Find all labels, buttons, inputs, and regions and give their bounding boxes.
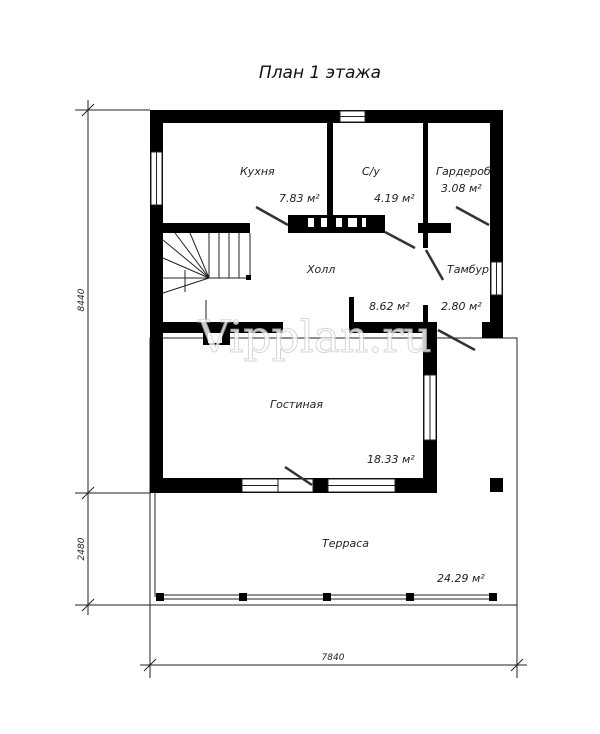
room-area-kitchen: 7.83 м² [279,192,320,205]
staircase [162,232,251,322]
doors [255,205,490,487]
room-name-wardrobe: Гардероб [436,165,491,178]
room-name-hall: Холл [306,263,335,276]
room-area-terrace: 24.29 м² [437,572,485,585]
dim-width: 7840 [322,653,345,663]
dimension-lines [75,100,527,678]
watermark: Vipplan.ru [197,312,431,363]
windows [150,110,503,493]
chimney-vents [208,218,366,343]
room-name-kitchen: Кухня [240,165,275,178]
room-area-vestibule: 2.80 м² [441,300,482,313]
room-area-wardrobe: 3.08 м² [441,182,482,195]
room-area-wc: 4.19 м² [374,192,415,205]
plan-title: План 1 этажа [259,63,381,83]
terrace-outline [149,337,518,606]
room-name-terrace: Терраса [322,537,369,550]
room-name-vestibule: Тамбур [447,263,489,276]
terrace-posts [156,478,503,601]
room-name-wc: С/у [362,165,380,178]
room-area-hall: 8.62 м² [369,300,410,313]
stair-post [246,275,251,280]
room-area-living: 18.33 м² [367,453,415,466]
dim-terrace-height: 2480 [77,537,87,560]
room-name-living: Гостиная [270,398,323,411]
dim-house-height: 8440 [77,288,87,311]
